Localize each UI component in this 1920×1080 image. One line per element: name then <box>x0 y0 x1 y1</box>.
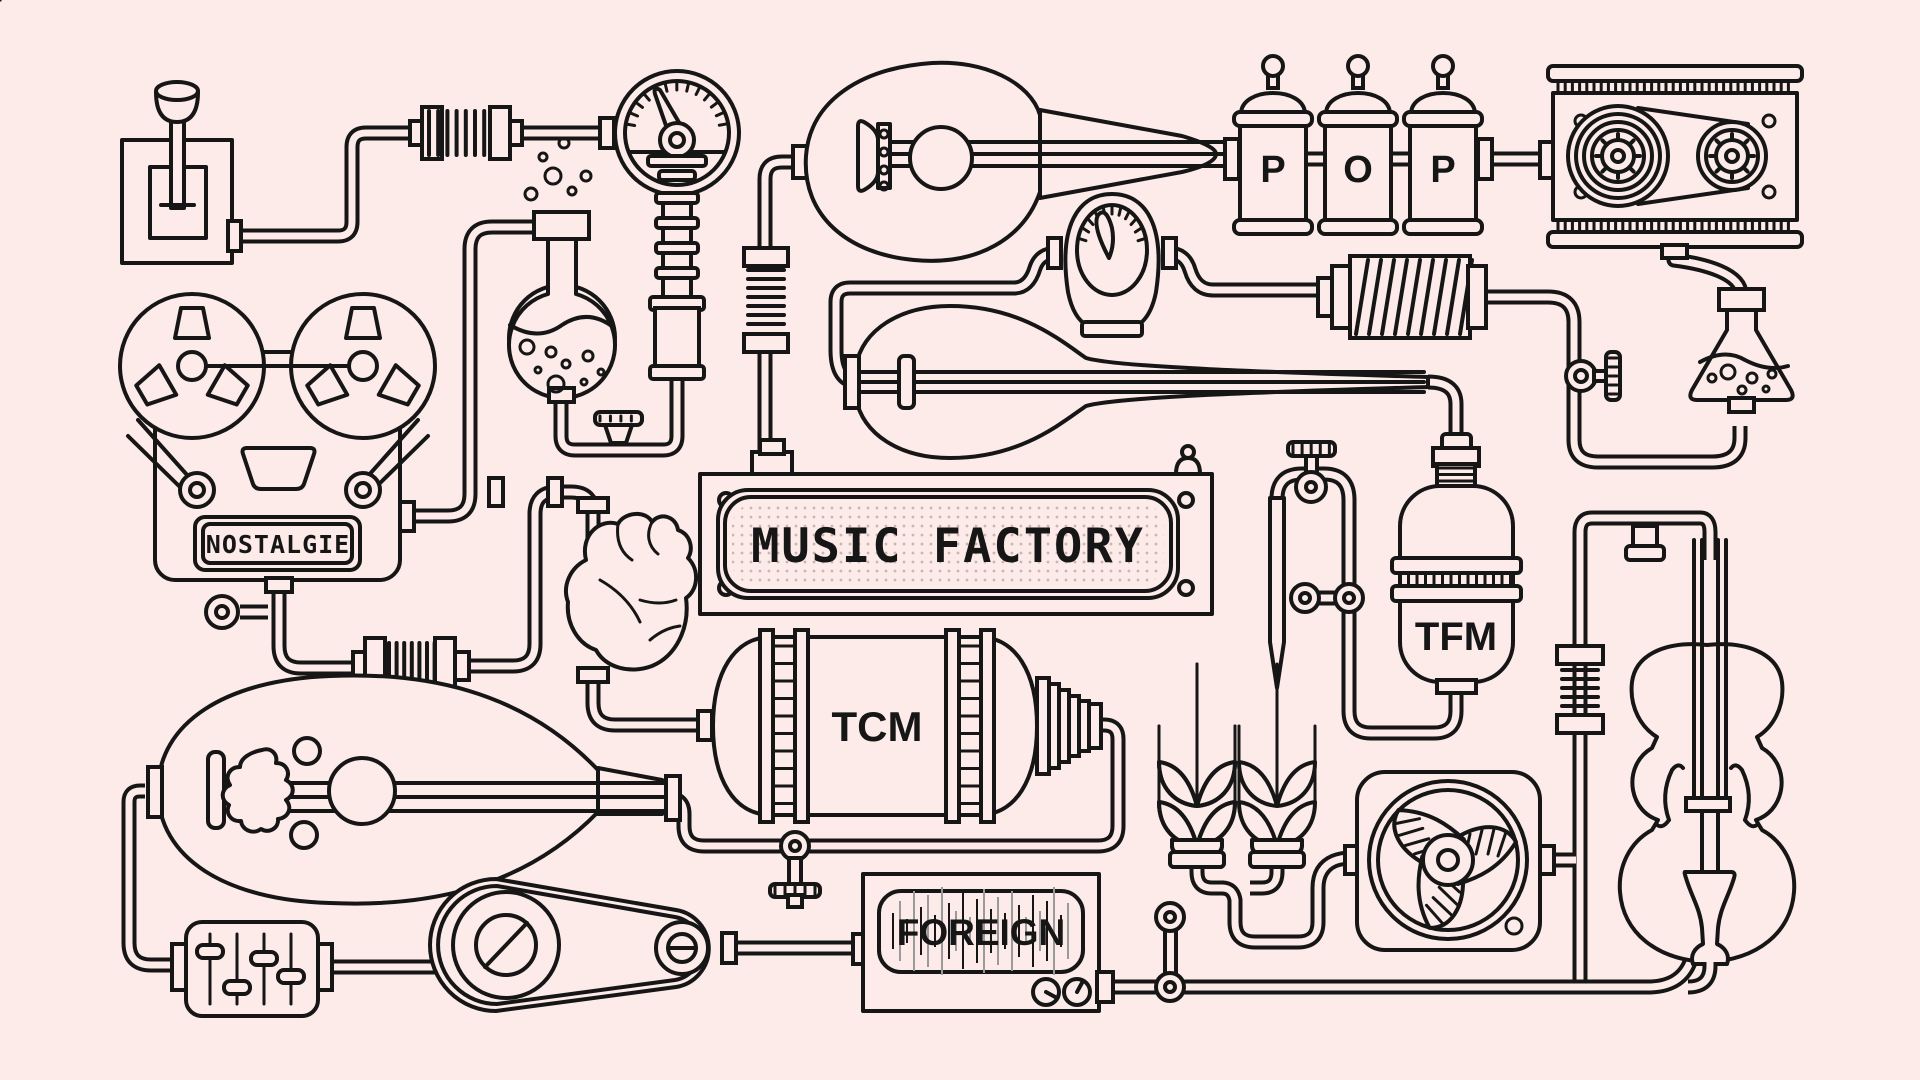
retort-lute-icon <box>843 304 1430 460</box>
fader-mixer-icon <box>170 920 334 1018</box>
canister-letter: O <box>1343 149 1373 191</box>
sprinkler-tee-icon <box>1555 524 1666 735</box>
exhaust-fan-icon <box>1343 770 1556 952</box>
heart-icon <box>564 496 698 684</box>
tap-riser-icon <box>1154 901 1186 1003</box>
reel-to-reel-recorder-icon: NOSTALGIE <box>118 292 437 630</box>
steam-gauge-icon <box>1046 192 1178 338</box>
sign-label: MUSIC FACTORY <box>751 519 1145 574</box>
hatched-coupling-icon <box>1316 254 1488 340</box>
canister-letter: P <box>1430 149 1455 191</box>
acoustic-guitar-icon <box>791 60 1230 263</box>
dropper-loop-icon <box>1268 440 1365 690</box>
pipe-coupling-icon <box>0 0 524 161</box>
pop-canisters-icon: P O P <box>1223 54 1494 236</box>
pipe-coupling-icon <box>742 246 790 354</box>
hanging-valve-icon <box>768 830 822 909</box>
foreign-radio-icon: FOREIGN <box>851 872 1115 1013</box>
tfm-label: TFM <box>1415 615 1497 659</box>
belt-pulley-icon <box>428 877 738 1013</box>
pressure-gauge-icon <box>598 69 741 381</box>
violin-icon <box>1617 538 1797 995</box>
tcm-label: TCM <box>832 703 923 750</box>
film-tape-machine-icon <box>1538 64 1804 260</box>
music-factory-sign: MUSIC FACTORY <box>698 438 1214 616</box>
pipe-collar <box>487 476 505 508</box>
tfm-vessel-icon: TFM <box>1390 432 1523 695</box>
recorder-display-label: NOSTALGIE <box>206 530 350 559</box>
erlenmeyer-flask-icon <box>1688 287 1795 414</box>
valve-icon <box>593 410 644 445</box>
canister-letter: P <box>1260 149 1285 191</box>
gear-lever-box-icon <box>120 80 243 265</box>
foreign-label: FOREIGN <box>897 912 1066 953</box>
oud-lute-icon <box>146 673 682 906</box>
pipe-collar <box>546 476 564 508</box>
tcm-tank-icon: TCM <box>696 628 1103 824</box>
side-valve-icon <box>1564 350 1622 402</box>
round-flask-icon <box>507 136 617 404</box>
